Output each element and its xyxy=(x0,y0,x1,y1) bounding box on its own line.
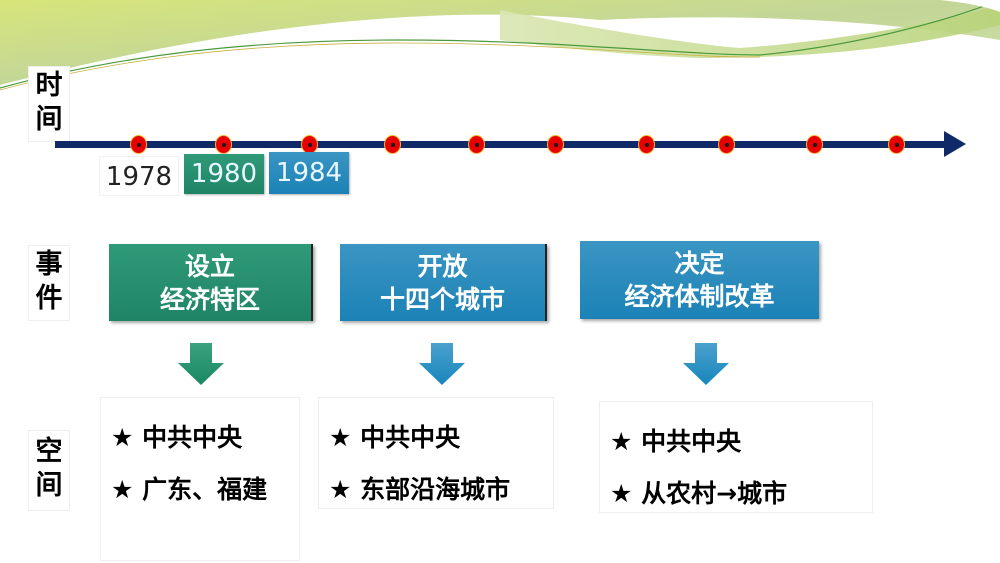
event-box-special-economic-zones: 设立 经济特区 xyxy=(109,244,313,321)
timeline-marker xyxy=(806,135,823,154)
down-arrow-icon xyxy=(178,343,224,385)
timeline-marker xyxy=(888,135,905,154)
space-3-item-2: ★ 从农村→城市 xyxy=(610,479,788,508)
timeline-marker xyxy=(384,135,401,154)
event-1-line1: 设立 xyxy=(184,251,235,281)
event-1-line2: 经济特区 xyxy=(159,284,260,314)
space-2-item-1: ★ 中共中央 xyxy=(329,423,461,452)
timeline-axis xyxy=(55,141,950,148)
space-box-2: ★ 中共中央 ★ 东部沿海城市 xyxy=(318,397,554,509)
space-label-text: 空间 xyxy=(35,436,63,501)
timeline-marker xyxy=(547,135,564,154)
event-label-text: 事件 xyxy=(35,249,63,314)
down-arrow-icon xyxy=(683,343,729,385)
timeline-marker xyxy=(130,135,147,154)
time-label-text: 时间 xyxy=(35,70,63,135)
timeline-arrow-icon xyxy=(944,131,966,157)
space-box-3: ★ 中共中央 ★ 从农村→城市 xyxy=(599,401,873,513)
event-2-line2: 十四个城市 xyxy=(379,284,505,314)
timeline-marker xyxy=(718,135,735,154)
space-2-item-2: ★ 东部沿海城市 xyxy=(329,475,511,504)
timeline-marker xyxy=(638,135,655,154)
space-1-item-2: ★ 广东、福建 xyxy=(111,475,268,504)
year-1984: 1984 xyxy=(269,152,349,194)
event-box-open-fourteen-cities: 开放 十四个城市 xyxy=(340,244,547,321)
event-3-line2: 经济体制改革 xyxy=(624,282,775,311)
event-box-economic-reform: 决定 经济体制改革 xyxy=(580,241,819,319)
space-1-item-1: ★ 中共中央 xyxy=(111,423,243,452)
space-box-1: ★ 中共中央 ★ 广东、福建 xyxy=(100,397,300,561)
timeline-marker xyxy=(301,135,318,154)
timeline-marker xyxy=(468,135,485,154)
event-row-label: 事件 xyxy=(28,245,70,321)
year-1980: 1980 xyxy=(184,154,264,194)
space-3-item-1: ★ 中共中央 xyxy=(610,427,742,456)
timeline-marker xyxy=(215,135,232,154)
event-3-line1: 决定 xyxy=(674,249,725,278)
event-2-line1: 开放 xyxy=(417,251,468,281)
down-arrow-icon xyxy=(419,343,465,385)
year-1978: 1978 xyxy=(99,156,179,196)
time-row-label: 时间 xyxy=(28,66,70,142)
header-wave-decoration xyxy=(0,0,1000,91)
space-row-label: 空间 xyxy=(28,430,70,511)
